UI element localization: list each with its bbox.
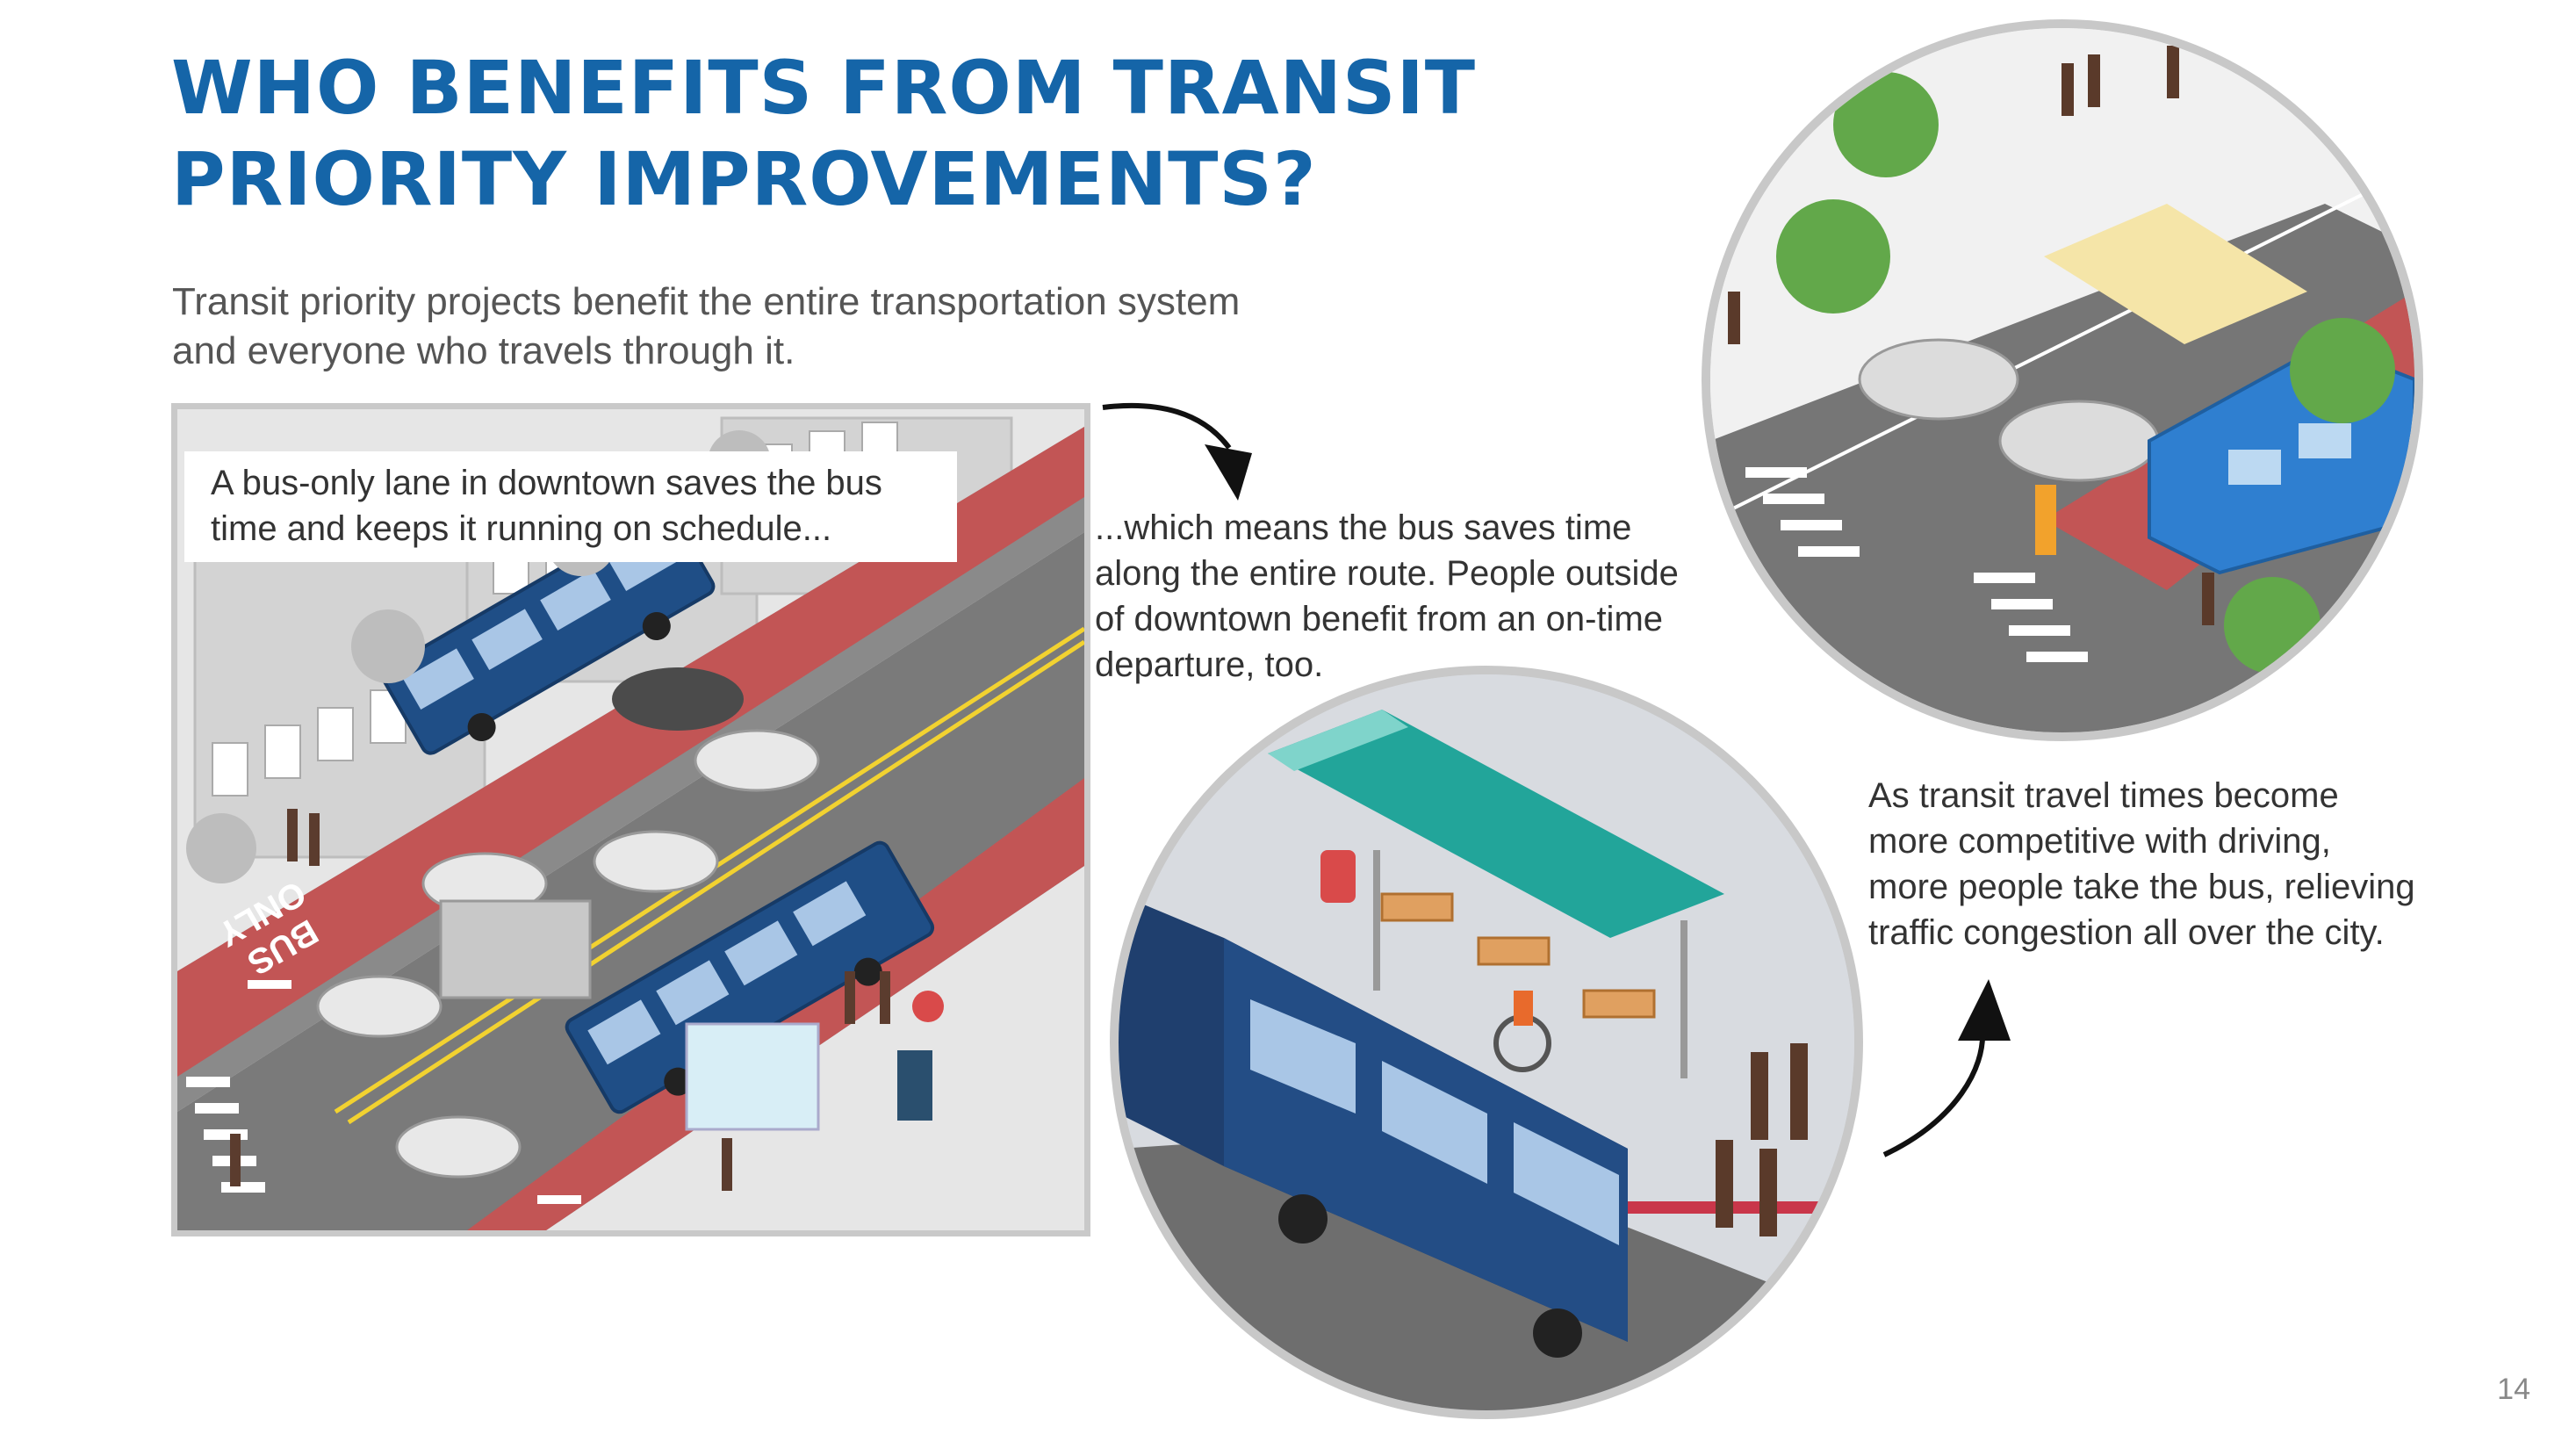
route-caption: ...which means the bus saves time along … [1095,505,1679,688]
city-caption-line-2: more competitive with driving, [1868,822,2331,861]
city-caption-line-3: more people take the bus, relieving [1868,868,2415,906]
city-caption-line-4: traffic congestion all over the city. [1868,913,2385,952]
downtown-caption-line-1: A bus-only lane in downtown saves the bu… [211,464,882,502]
curved-arrow-up-icon [1882,979,2011,1157]
city-street-illustration [1702,19,2423,741]
intro-line-2: and everyone who travels through it. [172,329,795,372]
route-caption-line-4: departure, too. [1095,645,1324,684]
route-caption-line-3: of downtown benefit from an on-time [1095,600,1664,638]
bus-stop-illustration [1110,666,1863,1419]
curved-arrow-icon [1102,402,1252,501]
city-caption: As transit travel times become more comp… [1868,773,2415,955]
title-line-1: WHO BENEFITS FROM TRANSIT [171,45,1477,131]
page-number: 14 [2497,1373,2530,1406]
route-caption-line-2: along the entire route. People outside [1095,554,1679,593]
bus-stop-graphic [1119,674,1854,1410]
intro-text: Transit priority projects benefit the en… [172,278,1240,376]
city-caption-line-1: As transit travel times become [1868,776,2339,815]
downtown-caption-line-2: time and keeps it running on schedule... [211,509,832,548]
page-title: WHO BENEFITS FROM TRANSIT PRIORITY IMPRO… [171,42,1476,225]
city-street-graphic [1710,28,2414,732]
title-line-2: PRIORITY IMPROVEMENTS? [171,136,1317,222]
downtown-caption: A bus-only lane in downtown saves the bu… [184,451,957,562]
route-caption-line-1: ...which means the bus saves time [1095,508,1632,547]
intro-line-1: Transit priority projects benefit the en… [172,280,1241,323]
